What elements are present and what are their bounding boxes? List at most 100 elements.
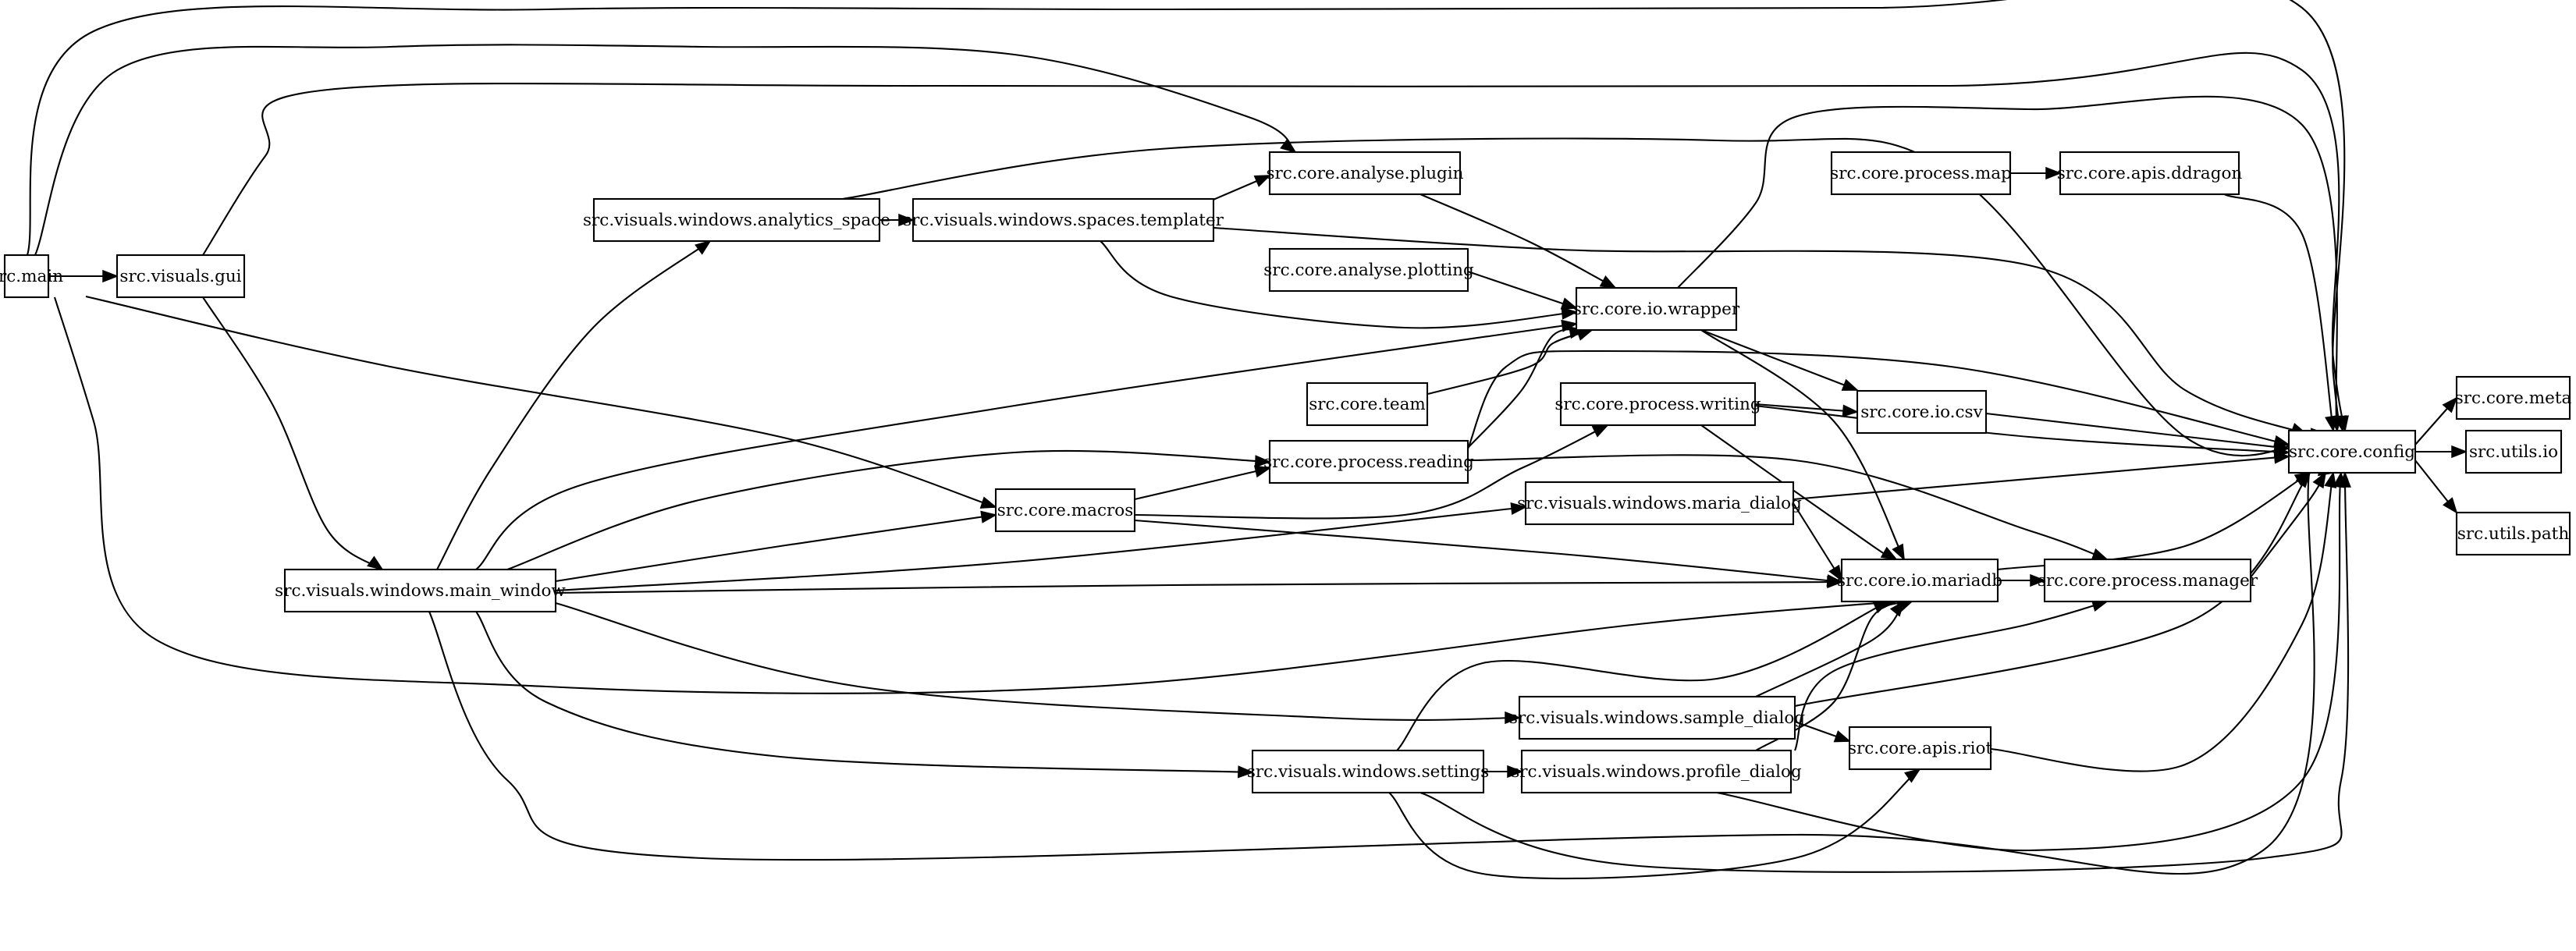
edge-line bbox=[1997, 472, 2311, 571]
node-box bbox=[1840, 558, 1999, 603]
node-ddragon: src.core.apis.ddragon bbox=[2057, 151, 2242, 196]
edge-ddragon-to-config bbox=[2223, 193, 2338, 433]
arrowhead-icon bbox=[2324, 470, 2337, 488]
edge-line bbox=[1755, 601, 1905, 697]
edge-settings-to-profile bbox=[1483, 765, 1524, 779]
edge-writing-to-csv bbox=[1754, 403, 1860, 417]
arrowhead-icon bbox=[2312, 471, 2327, 489]
node-label: src.visuals.windows.sample_dialog bbox=[1509, 708, 1805, 728]
node-writing: src.core.process.writing bbox=[1554, 381, 1761, 427]
edge-wrapper-to-config bbox=[1677, 95, 2342, 433]
node-box bbox=[1518, 695, 1796, 740]
node-box bbox=[2464, 429, 2563, 474]
node-box bbox=[1848, 726, 1992, 771]
edge-mainwin-to-sample bbox=[555, 601, 1522, 725]
node-box bbox=[1268, 151, 1462, 196]
node-label: src.core.process.manager bbox=[2038, 571, 2258, 591]
node-label: src.core.process.reading bbox=[1263, 452, 1474, 472]
arrowhead-icon bbox=[2443, 497, 2458, 514]
arrowhead-icon bbox=[898, 213, 915, 227]
arrowhead-icon bbox=[1827, 575, 1844, 589]
node-meta: src.core.meta bbox=[2455, 375, 2571, 420]
arrowhead-icon bbox=[1237, 765, 1255, 779]
edge-templater-to-plugin bbox=[1209, 175, 1271, 202]
edge-main-to-gui bbox=[48, 269, 119, 283]
edge-pmap-to-ddragon bbox=[2010, 166, 2063, 180]
edge-line bbox=[26, 0, 2346, 431]
edge-line bbox=[53, 296, 1897, 694]
edge-line bbox=[1427, 329, 1593, 396]
node-plugin: src.core.analyse.plugin bbox=[1266, 151, 1464, 196]
edge-reading-to-config bbox=[1467, 350, 2291, 449]
node-templater: src.visuals.windows.spaces.templater bbox=[903, 197, 1224, 243]
node-label: src.core.apis.riot bbox=[1848, 739, 1992, 758]
node-sample: src.visuals.windows.sample_dialog bbox=[1509, 695, 1805, 740]
node-label: src.visuals.windows.spaces.templater bbox=[903, 211, 1224, 230]
arrowhead-icon bbox=[1841, 378, 1859, 391]
node-box bbox=[2043, 558, 2252, 603]
arrowhead-icon bbox=[1253, 175, 1271, 187]
node-riot: src.core.apis.riot bbox=[1848, 726, 1992, 771]
edge-maria_dialog-to-mariadb bbox=[1793, 502, 1843, 582]
edge-sample-to-config bbox=[1794, 471, 2311, 708]
edge-line bbox=[555, 580, 1842, 594]
arrowhead-icon bbox=[1561, 307, 1579, 320]
node-main: src.main bbox=[0, 254, 63, 299]
node-box bbox=[115, 254, 246, 299]
edge-config-to-uio bbox=[2415, 445, 2468, 459]
edge-analytics-to-templater bbox=[879, 213, 915, 227]
arrowhead-icon bbox=[102, 269, 119, 283]
edge-gui-to-mainwin bbox=[202, 296, 384, 571]
edge-line bbox=[1467, 350, 2290, 449]
edge-line bbox=[1990, 472, 2335, 772]
node-box bbox=[283, 568, 557, 613]
arrowhead-icon bbox=[1254, 455, 1272, 468]
node-label: src.visuals.gui bbox=[119, 267, 241, 286]
node-box bbox=[1251, 749, 1485, 794]
edge-mainwin-to-mariadb bbox=[555, 575, 1844, 594]
edge-plugin-to-wrapper bbox=[1419, 193, 1617, 289]
node-box bbox=[1306, 381, 1429, 427]
node-label: src.main bbox=[0, 267, 63, 286]
edge-line bbox=[1677, 95, 2339, 431]
node-label: src.utils.path bbox=[2457, 524, 2570, 544]
node-box bbox=[911, 197, 1215, 243]
arrowhead-icon bbox=[980, 510, 998, 523]
node-upath: src.utils.path bbox=[2455, 511, 2571, 556]
arrowhead-icon bbox=[1253, 465, 1272, 478]
node-label: src.core.process.map bbox=[1830, 164, 2012, 183]
node-analytics: src.visuals.windows.analytics_space bbox=[583, 197, 890, 243]
node-settings: src.visuals.windows.settings bbox=[1247, 749, 1489, 794]
arrowhead-icon bbox=[1833, 730, 1851, 743]
node-label: src.visuals.windows.profile_dialog bbox=[1511, 762, 1802, 782]
node-profile: src.visuals.windows.profile_dialog bbox=[1511, 749, 1802, 794]
edge-line bbox=[1388, 768, 1920, 880]
edge-line bbox=[2223, 193, 2335, 431]
node-label: src.utils.io bbox=[2469, 442, 2558, 462]
edge-line bbox=[506, 449, 1270, 570]
edge-config-to-upath bbox=[2414, 460, 2458, 514]
node-label: src.core.io.mariadb bbox=[1837, 571, 2002, 591]
arrowhead-icon bbox=[1507, 765, 1524, 779]
node-label: src.core.analyse.plotting bbox=[1263, 261, 1474, 280]
node-reading: src.core.process.reading bbox=[1263, 439, 1474, 484]
edge-line bbox=[1134, 467, 1270, 501]
arrowhead-icon bbox=[695, 240, 712, 255]
node-label: src.visuals.windows.main_window bbox=[275, 581, 566, 601]
node-label: src.core.io.wrapper bbox=[1573, 300, 1740, 319]
edge-mainwin-to-maria_dialog bbox=[555, 502, 1528, 592]
node-box bbox=[1268, 247, 1469, 293]
edge-line bbox=[1134, 519, 1842, 584]
edge-line bbox=[1793, 502, 1842, 581]
edge-mainwin-to-wrapper bbox=[475, 319, 1579, 570]
edge-settings-to-riot bbox=[1388, 768, 1921, 880]
node-box bbox=[994, 488, 1136, 533]
node-label: src.visuals.windows.maria_dialog bbox=[1517, 494, 1802, 513]
node-box bbox=[1830, 151, 2012, 196]
node-mariadb: src.core.io.mariadb bbox=[1837, 558, 2002, 603]
edge-line bbox=[842, 137, 2326, 457]
node-label: src.core.macros bbox=[997, 501, 1134, 520]
node-box bbox=[2059, 151, 2240, 196]
edge-maria_dialog-to-config bbox=[1793, 451, 2291, 501]
edge-sample-to-mariadb bbox=[1755, 600, 1906, 697]
